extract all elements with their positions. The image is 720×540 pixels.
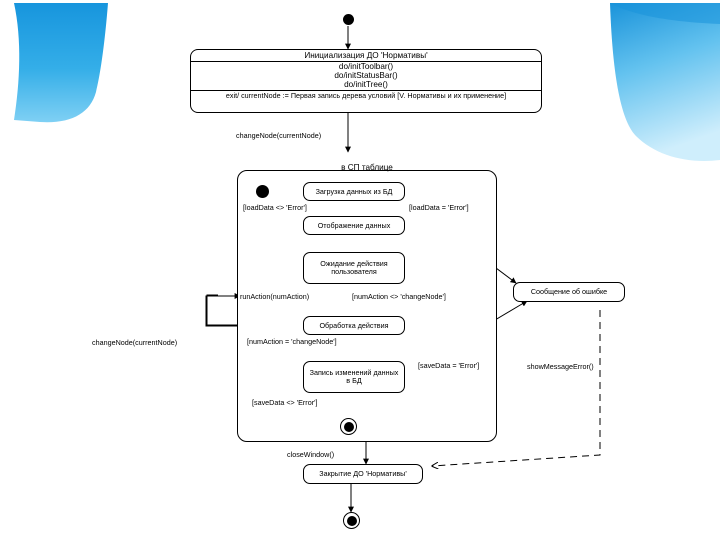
composite-state-title: в СП таблице (341, 163, 393, 172)
composite-final-state-inner (343, 421, 354, 432)
transition-label-close-window: closeWindow() (287, 450, 335, 459)
state-close-document[interactable]: Закрытие ДО 'Нормативы' (303, 464, 423, 484)
state-close-document-label: Закрытие ДО 'Нормативы' (319, 469, 407, 479)
transition-label-show-message-error: showMessageError() (527, 362, 594, 371)
state-action-init-tree: do/initTree() (344, 80, 388, 89)
substate-display-data[interactable]: Отображение данных (303, 216, 405, 235)
loop-label-change-node: changeNode(currentNode) (92, 338, 178, 347)
guard-save-ok: [saveData <> 'Error'] (252, 398, 318, 407)
initial-pseudostate (343, 14, 354, 25)
state-action-exit-currentnode: exit/ currentNode := Первая запись дерев… (225, 91, 507, 100)
substate-load-data-label: Загрузка данных из БД (315, 186, 393, 196)
substate-process-action[interactable]: Обработка действия (303, 316, 405, 335)
guard-load-ok: [loadData <> 'Error'] (243, 203, 307, 212)
guard-save-error: [saveData = 'Error'] (418, 361, 480, 370)
guard-load-error: [loadData = 'Error'] (409, 203, 469, 212)
substate-process-action-label: Обработка действия (319, 320, 389, 330)
substate-display-data-label: Отображение данных (317, 220, 391, 230)
substate-wait-user-action[interactable]: Ожидание действия пользователя (303, 252, 405, 284)
diagram-final-state-inner (346, 515, 357, 526)
substate-load-data[interactable]: Загрузка данных из БД (303, 182, 405, 201)
state-action-init-statusbar: do/initStatusBar() (334, 71, 398, 80)
substate-save-data-label: Запись изменений данных в БД (309, 368, 399, 385)
transition-label-change-node: changeNode(currentNode) (236, 131, 322, 140)
state-error-message-label: Сообщение об ошибке (530, 287, 608, 297)
guard-is-change-node: [numAction = 'changeNode'] (247, 337, 337, 346)
transition-label-run-action: runAction(numAction) (240, 292, 310, 301)
state-error-message[interactable]: Сообщение об ошибке (513, 282, 625, 302)
guard-not-change-node: [numAction <> 'changeNode'] (352, 292, 446, 301)
substate-save-data[interactable]: Запись изменений данных в БД (303, 361, 405, 393)
substate-wait-user-action-label: Ожидание действия пользователя (320, 259, 388, 276)
state-initialize-document[interactable]: Инициализация ДО 'Нормативы' do/initTool… (190, 49, 542, 113)
composite-state-sp-table[interactable] (237, 170, 497, 442)
composite-initial-pseudostate (256, 185, 269, 198)
state-initialize-document-title: Инициализация ДО 'Нормативы' (191, 50, 541, 62)
state-action-init-toolbar: do/initToolbar() (338, 62, 394, 71)
